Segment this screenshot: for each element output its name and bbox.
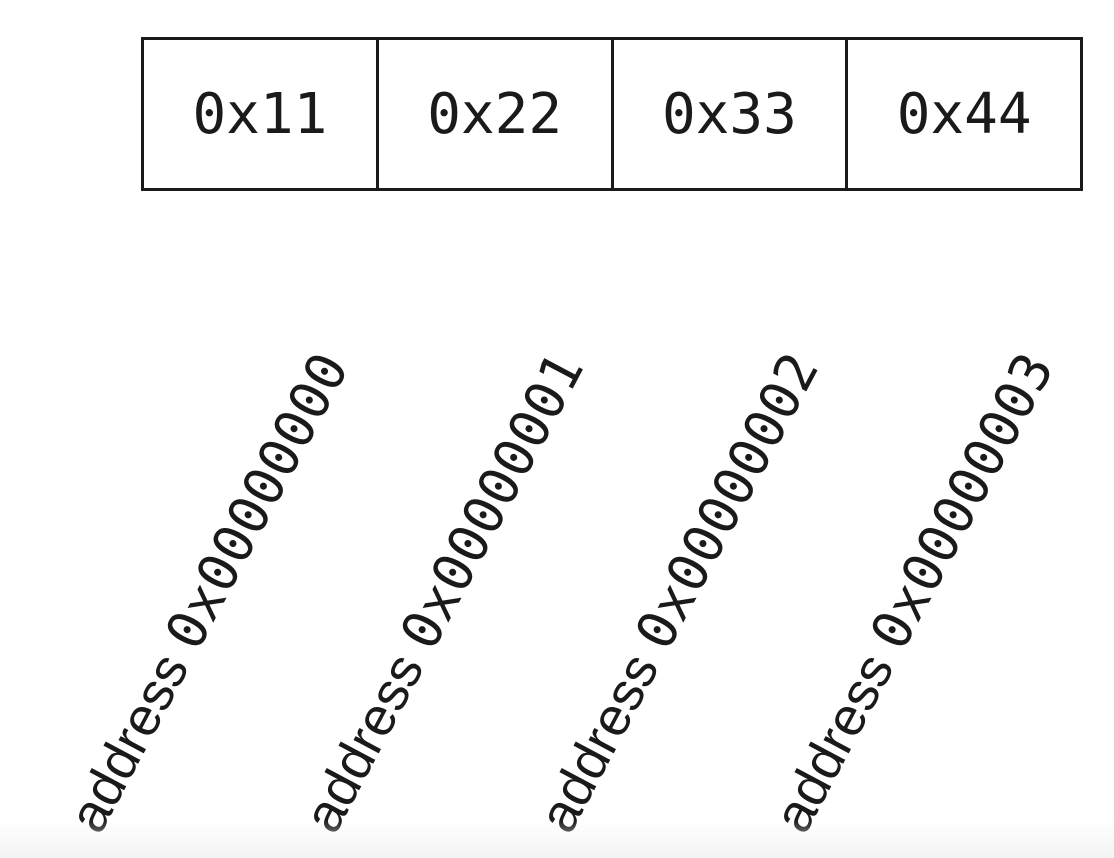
memory-cell-2: 0x33 <box>614 40 849 188</box>
address-label-3: address 0x00000003 <box>762 342 1067 842</box>
address-word: address <box>762 643 906 842</box>
cell-value: 0x22 <box>427 81 563 147</box>
memory-cell-3: 0x44 <box>848 40 1080 188</box>
bottom-edge-shade <box>0 820 1114 858</box>
address-word: address <box>57 643 201 842</box>
address-hex: 0x00000001 <box>387 342 597 660</box>
address-label-1: address 0x00000001 <box>292 342 597 842</box>
memory-byte-row: 0x11 0x22 0x33 0x44 <box>141 37 1083 191</box>
address-word: address <box>527 643 671 842</box>
cell-value: 0x11 <box>192 81 328 147</box>
address-hex: 0x00000002 <box>622 342 832 660</box>
address-label-0: address 0x00000000 <box>57 342 362 842</box>
address-word: address <box>292 643 436 842</box>
address-hex: 0x00000000 <box>152 342 362 660</box>
cell-value: 0x33 <box>661 81 797 147</box>
address-hex: 0x00000003 <box>857 342 1067 660</box>
address-label-2: address 0x00000002 <box>527 342 832 842</box>
memory-cell-0: 0x11 <box>144 40 379 188</box>
cell-value: 0x44 <box>896 81 1032 147</box>
memory-cell-1: 0x22 <box>379 40 614 188</box>
